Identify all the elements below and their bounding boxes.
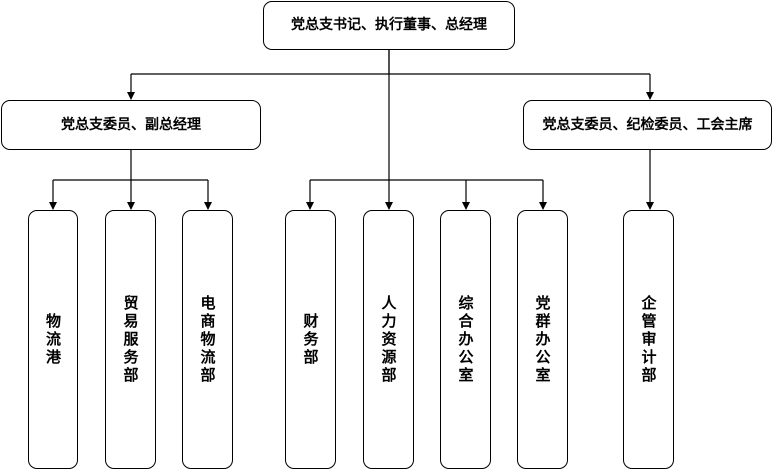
dept-box-3: 电商物流部 [182,210,233,469]
dept-label: 电商物流部 [198,294,217,385]
dept-label: 企管审计部 [639,294,658,385]
dept-label: 人力资源部 [379,294,398,385]
root-label: 党总支书记、执行董事、总经理 [291,17,487,34]
leader-label: 党总支委员、副总经理 [61,116,201,133]
dept-label: 综合办公室 [456,294,475,385]
dept-box-1: 物流港 [28,210,78,469]
root-box: 党总支书记、执行董事、总经理 [263,1,515,50]
dept-label: 物流港 [44,312,62,367]
dept-box-5: 人力资源部 [363,210,414,469]
leader-box-2: 党总支委员、纪检委员、工会主席 [523,100,772,150]
dept-box-4: 财务部 [285,210,336,469]
dept-box-8: 企管审计部 [623,210,674,469]
dept-box-6: 综合办公室 [440,210,491,469]
dept-label: 党群办公室 [533,294,552,385]
dept-label: 贸易服务部 [121,294,140,385]
dept-box-7: 党群办公室 [517,210,568,469]
leader-label: 党总支委员、纪检委员、工会主席 [542,116,753,133]
dept-label: 财务部 [301,312,320,367]
dept-box-2: 贸易服务部 [105,210,156,469]
leader-box-1: 党总支委员、副总经理 [1,100,261,150]
